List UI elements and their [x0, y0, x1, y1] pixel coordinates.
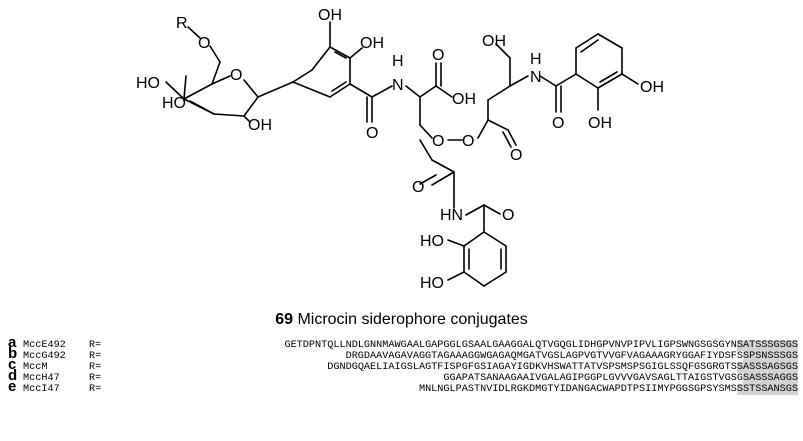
atom-label-h: H: [530, 51, 542, 68]
row-letter: e: [8, 378, 17, 395]
microcin-name: MccM: [23, 362, 48, 373]
figure-caption: 69 Microcin siderophore conjugates: [0, 311, 803, 329]
sequence-row: a MccE492 R= GETDPNTQLLNDLGNNMAWGAALGAPG…: [8, 334, 798, 351]
atom-label-n: N: [530, 69, 542, 86]
atom-label-oh: OH: [452, 91, 476, 108]
compound-number: 69: [275, 311, 293, 328]
atom-label-r: R: [176, 15, 188, 32]
r-label: R=: [89, 373, 102, 384]
atom-labels: R O HO O HO OH OH OH H N O OH O OH H N O…: [136, 7, 664, 292]
atom-label-ho: HO: [162, 95, 186, 112]
highlighted-motif: SPSNSSSGS: [742, 351, 798, 362]
row-letter: a: [8, 334, 17, 351]
peptide-sequence: GETDPNTQLLNDLGNNMAWGAALGAPGGLGSAALGAAGGA…: [284, 340, 798, 351]
r-label: R=: [89, 340, 102, 351]
row-letter: d: [8, 367, 18, 384]
microcin-name: MccG492: [23, 351, 66, 362]
atom-label-hn: HN: [440, 207, 463, 224]
sequence-row: e MccI47 R= MNLNGLPASTNVIDLRGKDMGTYIDANG…: [8, 378, 798, 395]
atom-label-o: O: [502, 207, 514, 224]
atom-label-ho: HO: [136, 75, 160, 92]
atom-label-o-ring: O: [230, 67, 242, 84]
atom-label-o: O: [462, 133, 474, 150]
highlighted-motif: SASSSAGSGS: [736, 362, 798, 373]
atom-label-ho: HO: [420, 275, 444, 292]
atom-label-o: O: [510, 147, 522, 164]
peptide-sequence: DGNDGQAELIAIGSLAGTFISPGFGSIAGAYIGDKVHSWA…: [327, 362, 798, 373]
atom-label-oh: OH: [318, 7, 342, 24]
atom-label-o: O: [552, 115, 564, 132]
bonds: [165, 21, 639, 287]
sequence-table: a MccE492 R= GETDPNTQLLNDLGNNMAWGAALGAPG…: [8, 334, 798, 395]
atom-label-h: H: [392, 53, 404, 70]
sequence-row: b MccG492 R= DRGDAAVAGAVAGGTAGAAAGGWGAGA…: [8, 345, 798, 362]
sequence-row: c MccM R= DGNDGQAELIAIGSLAGTFISPGFGSIAGA…: [8, 356, 798, 373]
row-letter: b: [8, 345, 18, 362]
atom-label-oh: OH: [482, 33, 506, 50]
atom-label-o: O: [432, 133, 444, 150]
sequence-row: d MccH47 R= GGAPATSANAAGAAIVGALAGIPGGPLG…: [8, 367, 798, 384]
microcin-name: MccI47: [23, 384, 60, 395]
row-letter: c: [8, 356, 17, 373]
atom-label-o: O: [412, 179, 424, 196]
peptide-sequence: GGAPATSANAAGAAIVGALAGIPGGPLGVVVGAVSAGLTT…: [443, 373, 798, 384]
atom-label-o: O: [432, 47, 444, 64]
atom-label-n: N: [392, 77, 404, 94]
r-label: R=: [89, 351, 102, 362]
atom-label-ho: HO: [420, 233, 444, 250]
chemical-structure: R O HO O HO OH OH OH H N O OH O OH H N O…: [136, 7, 664, 292]
microcin-name: MccH47: [23, 373, 60, 384]
atom-label-oh: OH: [588, 115, 612, 132]
r-label: R=: [89, 362, 102, 373]
atom-label-oh: OH: [640, 79, 664, 96]
peptide-sequence: DRGDAAVAGAVAGGTAGAAAGGWGAGAQMGATVGSLAGPV…: [345, 351, 798, 362]
highlighted-motif: SSTSSANSGS: [736, 384, 798, 395]
atom-label-o: O: [198, 35, 210, 52]
r-label: R=: [89, 384, 102, 395]
atom-label-o: O: [366, 125, 378, 142]
highlighted-motif: SASSSAGGS: [742, 373, 798, 384]
caption-text: Microcin siderophore conjugates: [293, 311, 528, 328]
microcin-name: MccE492: [23, 340, 66, 351]
highlighted-motif: SATSSSGSGS: [736, 340, 798, 351]
peptide-sequence: MNLNGLPASTNVIDLRGKDMGTYIDANGACWAPDTPSIIM…: [418, 384, 798, 395]
atom-label-oh: OH: [360, 35, 384, 52]
atom-label-oh: OH: [248, 117, 272, 134]
